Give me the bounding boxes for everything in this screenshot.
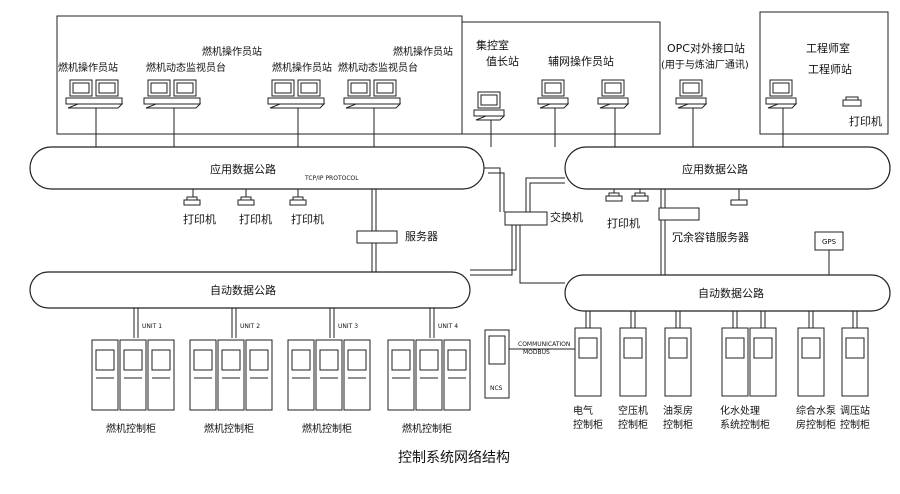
gt-operator-room-frame [56,15,463,135]
switch-uplink [484,167,565,212]
app-bus-right-label: 应用数据公路 [682,162,748,176]
workstation-icon [65,79,124,109]
room-label-b: 燃机动态监视员台 [146,61,226,74]
diagram-caption: 控制系统网络结构 [398,450,510,466]
ncs-label: NCS [490,385,503,392]
gt-cabinet-label: 燃机控制柜 [402,422,452,435]
workstation-icon [143,79,202,109]
workstation-icon [267,79,326,109]
auto-bus-right-label: 自动数据公路 [698,286,764,300]
app-bus-left-label: 应用数据公路 [210,162,276,176]
redundant-server-icon [658,207,700,221]
printer-2-label: 打印机 [239,212,272,226]
app-bus-right [564,146,891,190]
central-control-room-frame [461,21,661,135]
server-icon [356,230,398,244]
aux-cabinet-label-1: 空压机 [618,404,648,417]
workstation-icon [343,79,402,109]
aux-cabinet-label-2: 房控制柜 [796,418,836,431]
unit-label: UNIT 1 [142,323,162,330]
protocol-label: TCP/IP PROTOCOL [304,175,359,182]
workstation-icon [597,79,630,109]
aux-cabinet-label-2: 控制柜 [840,418,870,431]
engineer-room-label: 工程师室 [806,41,850,55]
auto-bus-left-label: 自动数据公路 [210,283,276,297]
aux-cabinet-label-1: 油泵房 [663,404,693,417]
workstation-icon [473,91,506,121]
auto-bus-right [564,274,891,312]
aux-cabinet-label-2: 控制柜 [573,418,603,431]
printer-4-label: 打印机 [607,216,640,230]
room-label-f: 燃机操作员站 [393,45,453,58]
printer-1 [183,189,201,206]
shift-leader-label: 值长站 [486,54,519,68]
switch-downlink-2 [470,225,513,276]
printer-1-label: 打印机 [183,212,216,226]
aux-operator-label: 辅网操作员站 [548,54,614,68]
server-label: 服务器 [405,230,438,243]
room-label-e: 燃机动态监视员台 [338,61,418,74]
station-drop-lines [95,108,784,147]
workstation-icon [765,79,798,109]
communication-label: COMMUNICATION [518,341,570,348]
engineer-station-label: 工程师站 [808,62,852,76]
opc-note-label: (用于与炼油厂通讯) [661,58,749,71]
switch-icon [504,211,548,226]
aux-cabinet-label-2: 控制柜 [618,418,648,431]
printer-icon [842,96,862,107]
aux-cabinet-label-1: 综合水泵 [796,404,836,417]
gt-cabinet-label: 燃机控制柜 [106,422,156,435]
room-label-a: 燃机操作员站 [58,61,118,74]
central-control-label: 集控室 [476,38,509,52]
gt-cabinet-label: 燃机控制柜 [204,422,254,435]
redundant-server-label: 冗余容错服务器 [672,230,749,244]
switch-uplink-2 [488,172,565,212]
room-label-c: 燃机操作员站 [202,45,262,58]
printer-3 [289,189,307,206]
opc-station-label: OPC对外接口站 [667,41,745,55]
workstation-icon [537,79,570,109]
gt-cabinet-unit: UNIT 4 燃机控制柜 [387,308,471,435]
gt-cabinet-unit: UNIT 2 燃机控制柜 [189,308,273,435]
auto-bus-left [29,271,471,309]
room-label-d: 燃机操作员站 [272,61,332,74]
engineer-printer-label: 打印机 [849,114,882,128]
aux-cabinet-label-1: 电气 [573,404,593,417]
unit-label: UNIT 2 [240,323,260,330]
gt-cabinet-group: UNIT 1 燃机控制柜 UNIT 2 燃机控制柜 UNIT 3 燃机控制柜 UNIT 4 燃… [91,308,471,435]
gt-cabinet-unit: UNIT 3 燃机控制柜 [287,308,371,435]
switch-label: 交换机 [550,210,583,224]
workstation-group [65,79,862,121]
unit-label: UNIT 3 [338,323,358,330]
printer-2 [237,189,255,206]
aux-cabinet-label-1: 化水处理 [720,404,760,417]
gt-cabinet-unit: UNIT 1 燃机控制柜 [91,308,175,435]
ncs-panel [488,335,506,365]
engineer-room-frame [759,11,889,135]
workstation-icon [675,79,708,109]
printer-3-label: 打印机 [291,212,324,226]
modbus-label: MODBUS [523,349,550,356]
printer-4 [605,189,649,202]
aux-cabinet-label-1: 调压站 [840,404,870,417]
printer-5 [730,199,748,206]
gt-cabinet-label: 燃机控制柜 [302,422,352,435]
unit-label: UNIT 4 [438,323,458,330]
aux-cabinet-label-2: 控制柜 [663,418,693,431]
aux-cabinet-label-2: 系统控制柜 [720,418,770,431]
gps-label: GPS [822,238,837,246]
switch-downlink [470,225,565,284]
